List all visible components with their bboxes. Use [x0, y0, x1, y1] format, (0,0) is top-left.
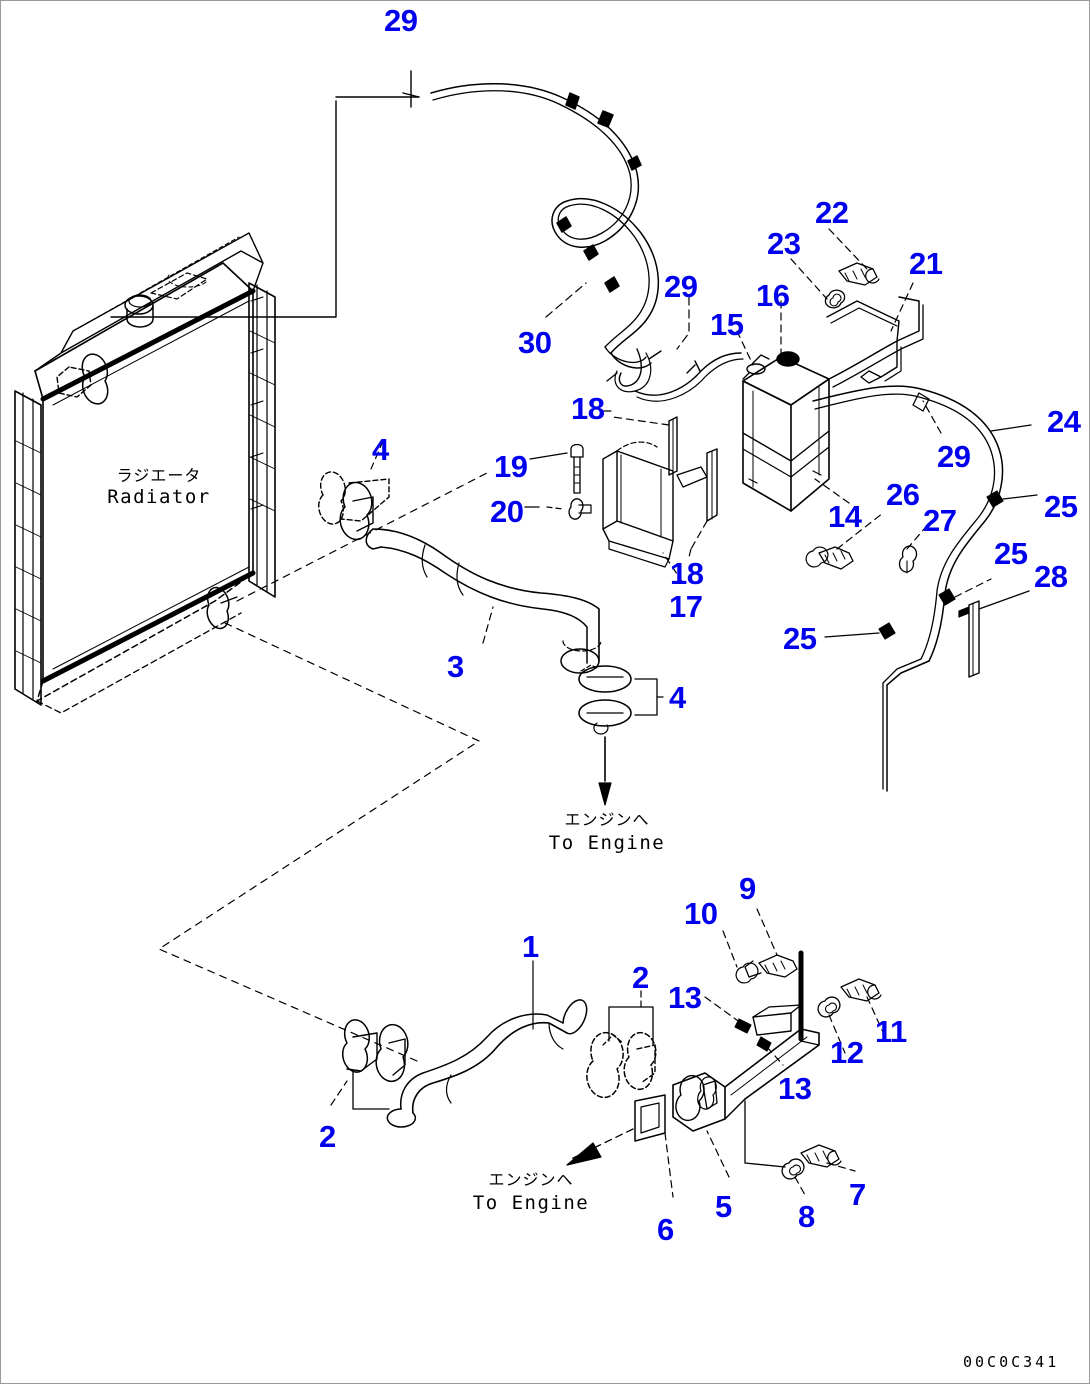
- upper-routing-tube: [110, 70, 690, 369]
- callout-2: 2: [319, 1119, 336, 1154]
- radiator-caption-jp: ラジエータ: [116, 466, 202, 485]
- reservoir-tank: [736, 300, 850, 512]
- lower-hose: [330, 960, 674, 1198]
- callout-27: 27: [923, 503, 957, 538]
- callout-14: 14: [828, 499, 862, 534]
- callout-6: 6: [657, 1212, 674, 1247]
- callout-10: 10: [684, 896, 718, 931]
- callout-29: 29: [664, 269, 698, 304]
- callout-11: 11: [875, 1014, 907, 1049]
- callout-1: 1: [522, 929, 539, 964]
- callout-25: 25: [994, 536, 1028, 571]
- pipe-block: [672, 908, 888, 1196]
- callout-9: 9: [739, 871, 756, 906]
- callout-12: 12: [830, 1035, 864, 1070]
- callout-29: 29: [937, 439, 971, 474]
- right-overflow-hose: [805, 385, 1038, 792]
- callout-16: 16: [756, 278, 790, 313]
- tank-inlet-hose: [606, 348, 744, 402]
- to-engine-caption-jp-lower: エンジンへ: [488, 1170, 574, 1189]
- callout-17: 17: [669, 589, 703, 624]
- callout-3: 3: [447, 649, 464, 684]
- tank-mount-bracket: [790, 228, 924, 388]
- to-engine-caption-jp-upper: エンジンへ: [564, 810, 650, 829]
- callout-29: 29: [384, 3, 418, 38]
- callout-18: 18: [670, 556, 704, 591]
- callout-25: 25: [1044, 489, 1078, 524]
- callout-23: 23: [767, 226, 801, 261]
- to-engine-caption-en-lower: To Engine: [472, 1192, 590, 1214]
- callout-22: 22: [815, 195, 849, 230]
- callout-28: 28: [1034, 559, 1068, 594]
- callout-2: 2: [632, 960, 649, 995]
- callout-4: 4: [372, 432, 389, 467]
- callout-4: 4: [669, 680, 686, 715]
- shroud-bracket: [524, 410, 718, 584]
- callout-5: 5: [715, 1189, 732, 1224]
- upper-hose: [318, 440, 664, 806]
- callout-13: 13: [778, 1071, 812, 1106]
- radiator-caption-en: Radiator: [107, 486, 211, 508]
- callout-21: 21: [909, 246, 943, 281]
- callout-19: 19: [494, 449, 528, 484]
- callout-18: 18: [571, 391, 605, 426]
- callout-15: 15: [710, 307, 744, 342]
- to-engine-caption-en-upper: To Engine: [548, 832, 666, 854]
- assembly-reference-lines: [158, 472, 488, 1062]
- callout-20: 20: [490, 494, 524, 529]
- callout-7: 7: [849, 1177, 866, 1212]
- callout-26: 26: [886, 477, 920, 512]
- drawing-code: 00C0C341: [963, 1353, 1060, 1371]
- callout-24: 24: [1047, 404, 1081, 439]
- callout-25: 25: [783, 621, 817, 656]
- callout-30: 30: [518, 325, 552, 360]
- callout-8: 8: [798, 1199, 815, 1234]
- radiator-core: [14, 232, 276, 714]
- callout-13: 13: [668, 980, 702, 1015]
